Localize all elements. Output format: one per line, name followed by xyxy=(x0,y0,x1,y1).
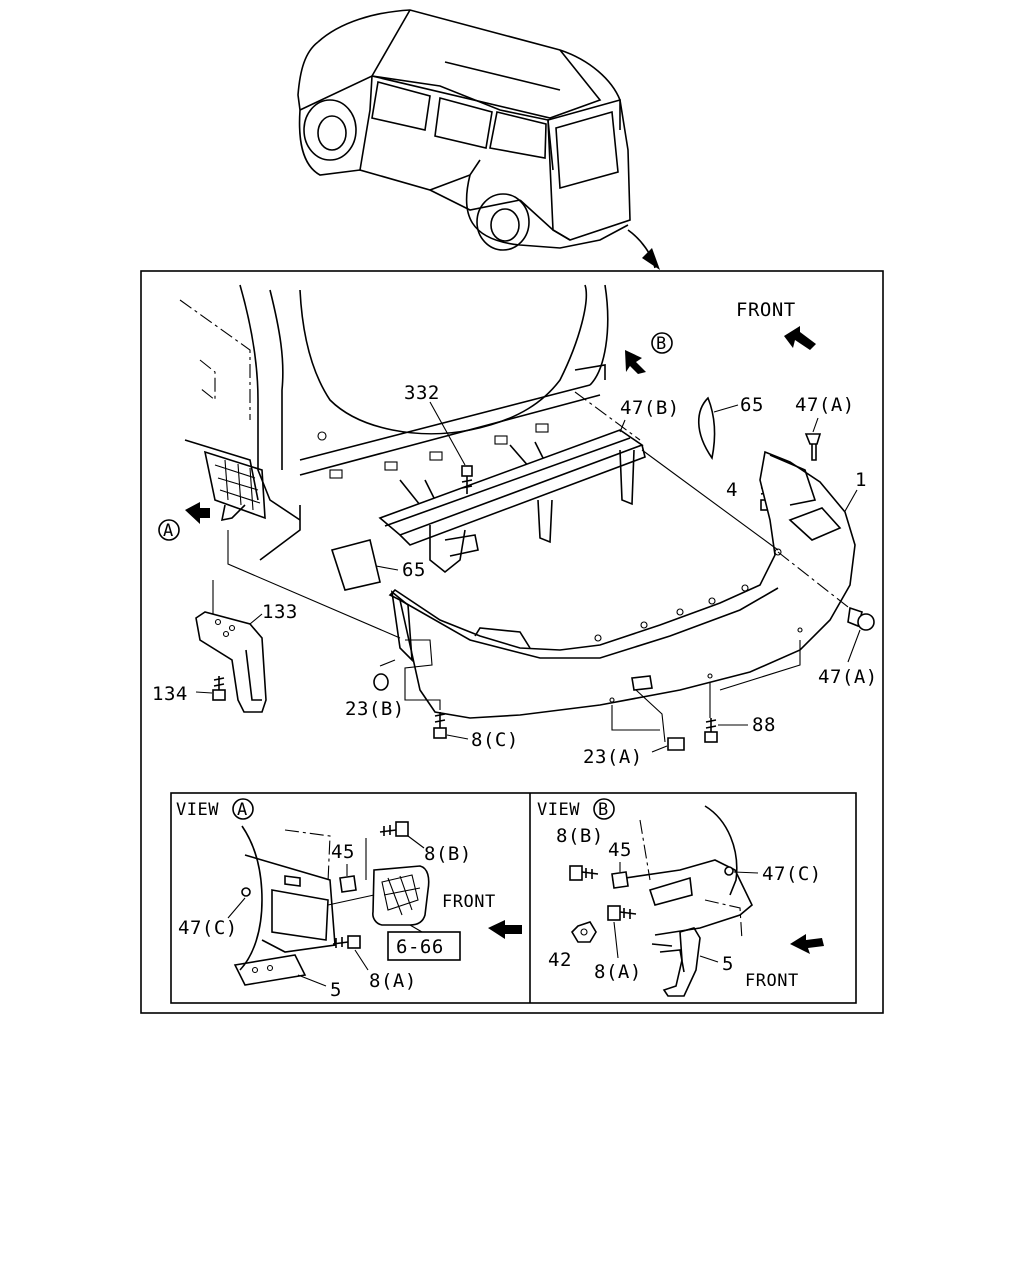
callout-4: 4 xyxy=(726,479,738,501)
view-b-marker: B xyxy=(598,800,609,820)
callout-133: 133 xyxy=(262,601,298,623)
view-b-callout-5: 5 xyxy=(722,953,734,975)
view-a-front-label: FRONT xyxy=(442,892,496,912)
callout-65-top: 65 xyxy=(740,394,764,416)
view-a-callout-8a: 8(A) xyxy=(369,970,417,992)
callout-47b: 47(B) xyxy=(620,397,680,419)
view-a-marker-letter: A xyxy=(163,521,174,541)
view-a-marker: A xyxy=(237,800,248,820)
view-b-callout-8a: 8(A) xyxy=(594,961,642,983)
front-label: FRONT xyxy=(736,299,796,321)
view-a-callout-47c: 47(C) xyxy=(178,917,238,939)
view-b-front-label: FRONT xyxy=(745,971,799,991)
callout-65-left: 65 xyxy=(402,559,426,581)
part-1-bumper-cover: 1 xyxy=(388,450,867,719)
part-134-bolt: 134 xyxy=(152,676,226,705)
part-8c-bolt: 8(C) xyxy=(433,712,519,751)
bumper-reinforcement-beam xyxy=(378,429,646,574)
callout-88: 88 xyxy=(752,714,776,736)
part-332-bolt: 332 xyxy=(404,382,473,494)
part-47a-clip-top: 47(A) xyxy=(795,394,855,461)
callout-332: 332 xyxy=(404,382,440,404)
view-b-callout-45: 45 xyxy=(608,839,632,861)
view-b-callout-8b: 8(B) xyxy=(556,825,604,847)
view-a-title: VIEW xyxy=(176,800,219,820)
callout-134: 134 xyxy=(152,683,188,705)
front-direction-indicator: FRONT xyxy=(736,299,816,350)
view-b-callout-47c: 47(C) xyxy=(762,863,822,885)
part-88-bolt: 88 xyxy=(704,714,776,743)
view-b-title: VIEW xyxy=(537,800,580,820)
view-a-callout-45: 45 xyxy=(331,841,355,863)
view-a-pointer: A xyxy=(158,502,210,541)
part-133-bracket: 133 xyxy=(195,601,298,713)
view-b-pointer: B xyxy=(625,332,673,374)
callout-47a-right: 47(A) xyxy=(818,666,878,688)
vehicle-rear-body xyxy=(179,284,609,561)
part-65-trim-top: 65 xyxy=(698,394,764,461)
leader-lines xyxy=(212,391,863,743)
part-47a-clip-right: 47(A) xyxy=(818,606,878,688)
callout-8c: 8(C) xyxy=(471,729,519,751)
view-b-callout-42: 42 xyxy=(548,949,572,971)
view-a-ref-box[interactable] xyxy=(387,931,461,961)
view-b-marker-letter: B xyxy=(656,334,667,354)
callout-23b: 23(B) xyxy=(345,698,405,720)
callout-1: 1 xyxy=(855,469,867,491)
part-23a-clip: 23(A) xyxy=(583,737,685,768)
part-23b-clip: 23(B) xyxy=(345,673,405,720)
view-a-ref-box-label: 6-66 xyxy=(396,936,444,958)
vehicle-overview-illustration xyxy=(297,9,660,270)
part-65-trim-left: 65 xyxy=(330,539,426,591)
callout-23a: 23(A) xyxy=(583,746,643,768)
view-a-panel: VIEW A 45 8(B) 47(C) 8(A) xyxy=(176,798,522,1001)
callout-47a-top: 47(A) xyxy=(795,394,855,416)
view-a-callout-8b: 8(B) xyxy=(424,843,472,865)
view-a-callout-5: 5 xyxy=(330,979,342,1001)
detail-views-frame xyxy=(170,792,857,1004)
view-b-panel: VIEW B 8(B) 45 47(C) 42 8(A) 5 xyxy=(537,798,824,997)
main-frame xyxy=(140,270,884,1014)
